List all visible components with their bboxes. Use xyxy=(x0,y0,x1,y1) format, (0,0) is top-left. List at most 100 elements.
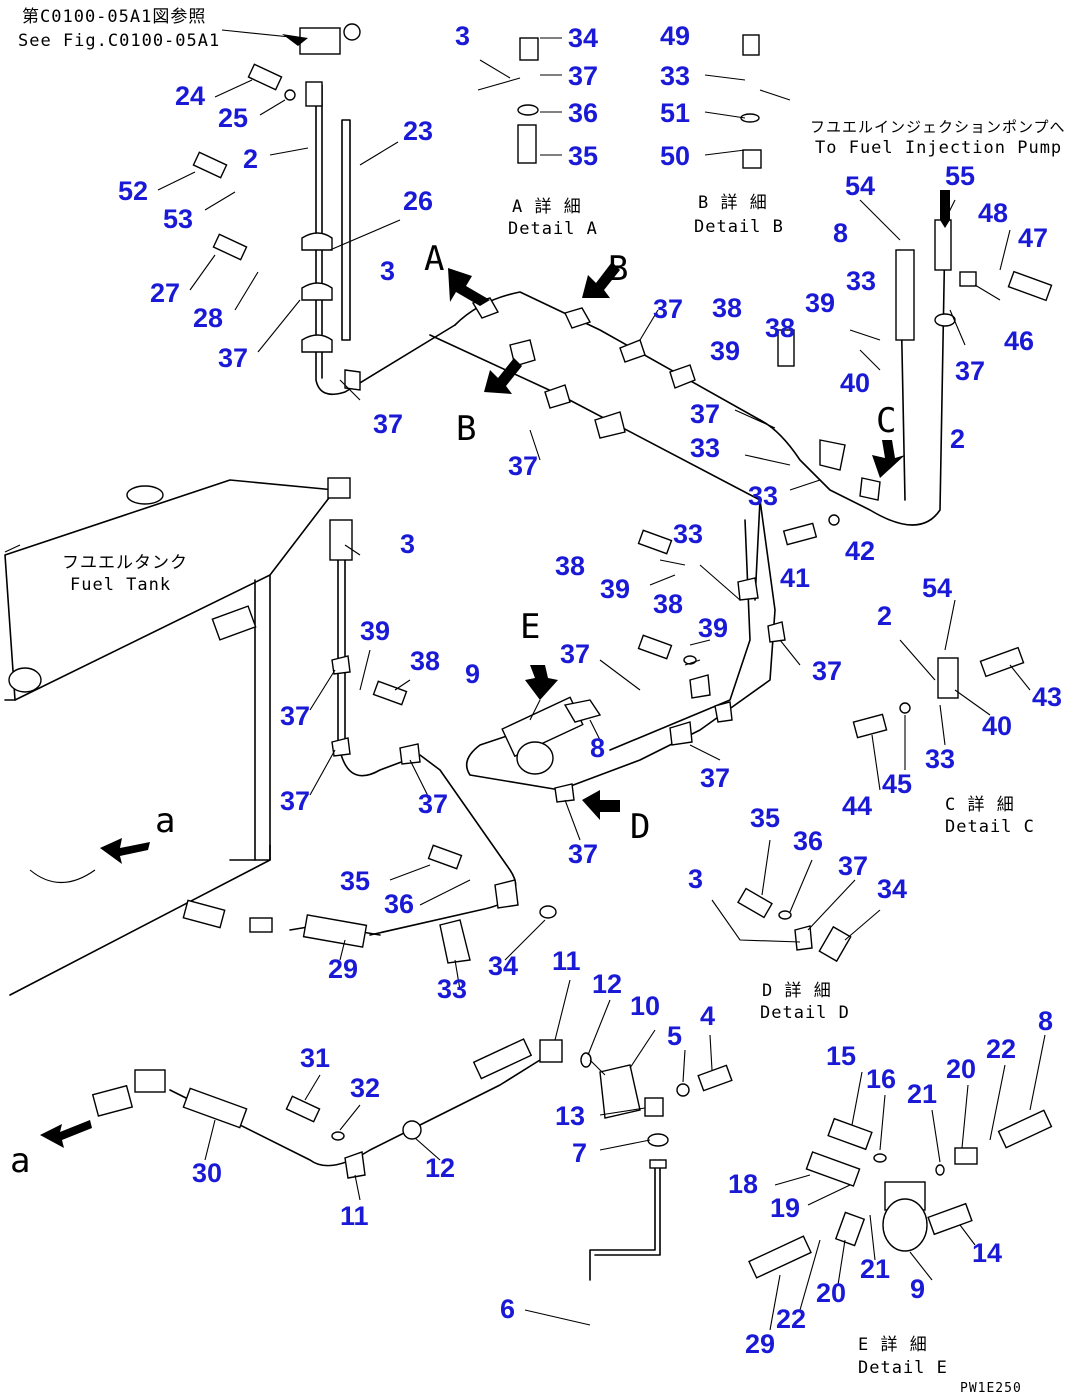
callout: 35 xyxy=(340,866,370,896)
callout: 39 xyxy=(710,336,740,366)
callout: 55 xyxy=(945,161,975,191)
callout: 2 xyxy=(243,144,258,174)
callout: 37 xyxy=(280,701,310,731)
callout: 33 xyxy=(690,433,720,463)
arrow-to-pump xyxy=(940,190,950,228)
callout: 26 xyxy=(403,186,433,216)
tank-note-jp: フユエルタンク xyxy=(62,553,188,573)
callout: 33 xyxy=(660,61,690,91)
callout: 12 xyxy=(425,1153,455,1183)
callout: 33 xyxy=(673,519,703,549)
callout: 15 xyxy=(826,1041,856,1071)
callout: 46 xyxy=(1004,326,1034,356)
callout: 30 xyxy=(192,1158,222,1188)
callout: 9 xyxy=(910,1274,925,1304)
view-letters: A B B C E D a a xyxy=(10,239,896,1181)
callout: 33 xyxy=(925,744,955,774)
callout: 23 xyxy=(403,116,433,146)
fittings xyxy=(91,23,1053,1279)
callout: 37 xyxy=(568,839,598,869)
callout: 11 xyxy=(340,1201,369,1231)
callout: 25 xyxy=(218,103,248,133)
callout: 18 xyxy=(728,1169,758,1199)
callout: 37 xyxy=(560,639,590,669)
callout: 14 xyxy=(972,1238,1002,1268)
callout: 37 xyxy=(218,343,248,373)
callout: 2 xyxy=(950,424,965,454)
callout: 13 xyxy=(555,1101,585,1131)
callout: 50 xyxy=(660,141,690,171)
callout: 28 xyxy=(193,303,223,333)
callout: 51 xyxy=(660,98,690,128)
arrow-a-top xyxy=(100,838,150,864)
callout: 40 xyxy=(840,368,870,398)
callout: 21 xyxy=(860,1254,890,1284)
detail-a-jp: A 詳 細 xyxy=(512,197,582,217)
callout: 52 xyxy=(118,176,148,206)
callout: 38 xyxy=(555,551,585,581)
view-letter-e: E xyxy=(520,607,540,647)
callout: 34 xyxy=(568,23,598,53)
tank-note-en: Fuel Tank xyxy=(70,575,171,595)
callout: 44 xyxy=(842,791,872,821)
callout: 45 xyxy=(882,769,912,799)
callout: 37 xyxy=(812,656,842,686)
view-arrow-a xyxy=(448,268,490,306)
callout: 39 xyxy=(600,574,630,604)
callout: 24 xyxy=(175,81,205,111)
detail-e-en: Detail E xyxy=(858,1358,948,1378)
callout: 33 xyxy=(437,974,467,1004)
view-letter-b-bottom: B xyxy=(456,409,476,449)
callout: 7 xyxy=(572,1138,587,1168)
detail-b-en: Detail B xyxy=(694,217,784,237)
callout: 3 xyxy=(688,864,703,894)
detail-d-en: Detail D xyxy=(760,1003,850,1023)
callout: 35 xyxy=(568,141,598,171)
callout: 39 xyxy=(805,288,835,318)
callout: 37 xyxy=(508,451,538,481)
callout: 37 xyxy=(700,763,730,793)
detail-c-en: Detail C xyxy=(945,817,1035,837)
callout: 33 xyxy=(748,481,778,511)
callout: 33 xyxy=(846,266,876,296)
callout: 10 xyxy=(630,991,660,1021)
callout: 53 xyxy=(163,204,193,234)
callout: 9 xyxy=(465,659,480,689)
view-arrow-c xyxy=(872,440,905,478)
callout: 31 xyxy=(300,1043,330,1073)
callout: 37 xyxy=(373,409,403,439)
detail-e-jp: E 詳 細 xyxy=(858,1335,928,1355)
fuel-pipe-runs xyxy=(169,84,946,1281)
view-arrow-d xyxy=(582,790,620,820)
view-arrow-b-top xyxy=(582,262,620,298)
callout: 8 xyxy=(833,218,848,248)
callout: 12 xyxy=(592,969,622,999)
callout: 22 xyxy=(776,1304,806,1334)
drawing-code: PW1E250 xyxy=(960,1381,1022,1396)
view-letter-lower-a-bottom: a xyxy=(10,1141,30,1181)
arrow-a-bottom xyxy=(40,1120,92,1148)
callout: 21 xyxy=(907,1079,937,1109)
detail-a-en: Detail A xyxy=(508,219,598,239)
view-letter-a: A xyxy=(424,239,444,279)
view-arrow-b-bottom xyxy=(484,358,522,394)
view-letter-c: C xyxy=(876,401,896,441)
ref-note-en: See Fig.C0100-05A1 xyxy=(18,31,220,51)
callout: 49 xyxy=(660,21,690,51)
pump-note-en: To Fuel Injection Pump xyxy=(815,138,1062,158)
callout: 3 xyxy=(400,529,415,559)
callout: 37 xyxy=(838,851,868,881)
callout: 40 xyxy=(982,711,1012,741)
callout: 34 xyxy=(488,951,518,981)
callout: 54 xyxy=(845,171,875,201)
callout: 8 xyxy=(590,733,605,763)
leader-lines xyxy=(157,29,1046,1331)
view-letter-d: D xyxy=(630,807,650,847)
callout: 36 xyxy=(793,826,823,856)
callout: 37 xyxy=(653,294,683,324)
callout: 39 xyxy=(698,613,728,643)
view-arrow-e xyxy=(525,665,558,700)
callout: 29 xyxy=(328,954,358,984)
callout: 2 xyxy=(877,601,892,631)
